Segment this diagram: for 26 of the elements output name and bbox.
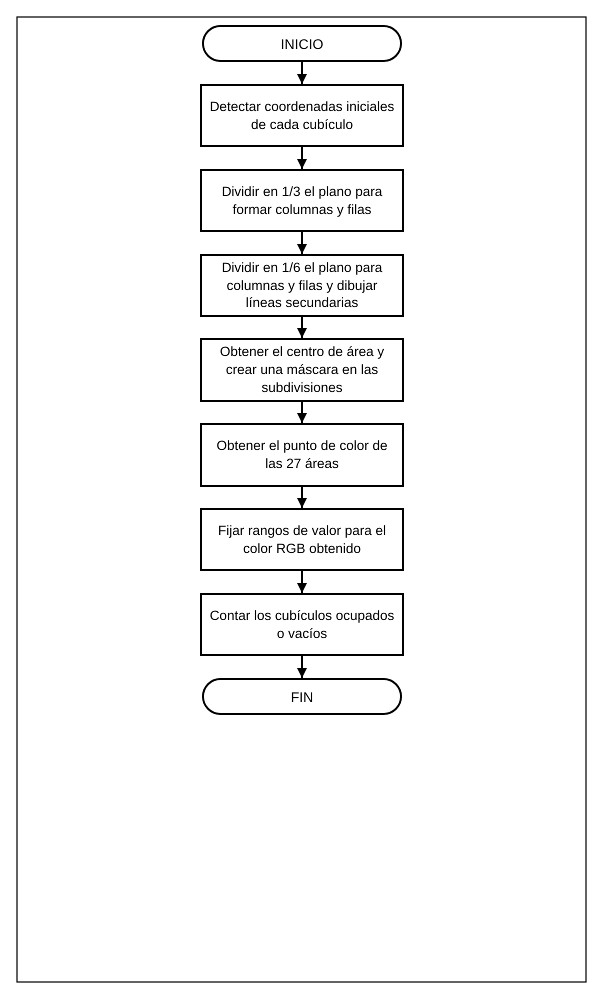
process-box [200, 338, 404, 402]
process-box [200, 84, 404, 147]
terminal-label: FIN [290, 688, 314, 704]
arrow [297, 317, 307, 338]
arrow [297, 571, 307, 593]
step-text: Dividir en 1/6 el plano para columnas y filas y dibujar líneas secundarias [220, 258, 384, 312]
arrow [297, 656, 307, 678]
step-text: Obtener el punto de color de las 27 áreas [215, 437, 389, 473]
step-text: Contar los cubículos ocupados o vacíos [208, 606, 396, 642]
step-text: Obtener el centro de área y crear una máscara en las subdivisiones [218, 343, 386, 397]
arrow [297, 232, 307, 254]
step-text: Dividir en 1/3 el plano para formar columnas y filas [220, 182, 384, 218]
process-box [200, 508, 404, 571]
step-text: Fijar rangos de valor para el color RGB obtenido [216, 522, 388, 558]
terminal-shape [202, 678, 402, 715]
process-box [200, 254, 404, 317]
process-box [200, 169, 404, 232]
arrow [297, 487, 307, 508]
terminal-label: INICIO [280, 36, 324, 52]
process-box [200, 423, 404, 487]
step-text: Detectar coordenadas iniciales de cada cubículo [208, 98, 396, 134]
arrow [297, 147, 307, 169]
arrow [297, 402, 307, 423]
terminal-shape [202, 25, 402, 62]
arrow [297, 62, 307, 84]
process-box [200, 593, 404, 656]
